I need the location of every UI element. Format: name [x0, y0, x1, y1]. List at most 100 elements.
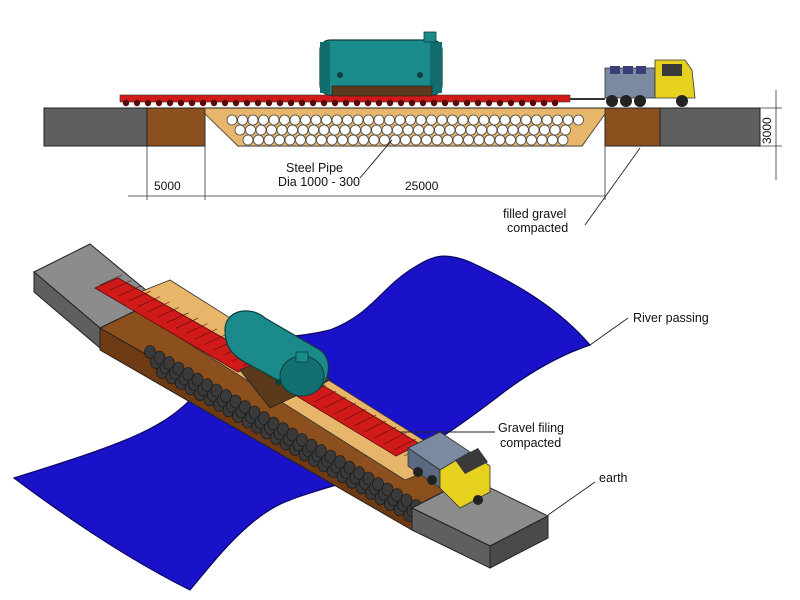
- filled-gravel-label-line2: compacted: [507, 221, 568, 235]
- steel-pipe: [284, 134, 296, 146]
- trailer-wheel: [199, 99, 207, 107]
- steel-pipe-iso: [372, 477, 384, 491]
- steel-pipe: [426, 114, 437, 126]
- steel-pipe-iso: [296, 433, 308, 447]
- steel-pipe: [400, 134, 411, 146]
- steel-pipe: [497, 124, 508, 136]
- trailer-wheel: [463, 99, 471, 107]
- steel-pipe-iso: [277, 422, 289, 436]
- trailer-wheel: [485, 99, 493, 107]
- trailer-axle-iso: [343, 408, 367, 421]
- steel-pipe: [360, 124, 372, 136]
- steel-pipe-iso: [172, 361, 185, 376]
- steel-pipe: [562, 114, 574, 126]
- steel-pipe: [276, 124, 288, 136]
- steel-pipe: [279, 114, 290, 126]
- trailer-wheel: [144, 99, 152, 107]
- steel-pipe: [274, 134, 285, 146]
- trailer-axle-iso: [323, 396, 347, 409]
- steel-pipe: [560, 124, 571, 136]
- steel-pipe: [410, 134, 422, 146]
- steel-pipe: [434, 124, 445, 136]
- steel-pipe: [321, 114, 332, 126]
- trailer-axle-iso: [185, 323, 208, 334]
- steel-pipe: [518, 124, 529, 136]
- steel-pipe: [442, 134, 453, 146]
- steel-pipe: [379, 134, 390, 146]
- steel-pipe: [255, 124, 267, 136]
- steel-pipe: [452, 134, 464, 146]
- steel-pipe-iso: [163, 356, 175, 370]
- trailer-axle-iso: [383, 432, 407, 445]
- trailer-axle-iso: [194, 328, 218, 340]
- steel-pipe-iso: [353, 466, 365, 480]
- right-earth-block: [659, 107, 761, 147]
- steel-pipe: [339, 124, 351, 136]
- steel-pipe: [342, 114, 353, 126]
- trailer-wheel: [474, 99, 482, 107]
- steel-pipe: [465, 124, 477, 136]
- steel-pipe: [494, 134, 506, 146]
- steel-pipe: [368, 134, 380, 146]
- steel-pipe-iso: [210, 383, 223, 398]
- right-earth-iso: [410, 477, 550, 569]
- trailer-wheel: [331, 99, 339, 107]
- left-earth-block: [43, 107, 148, 147]
- steel-pipe-iso: [400, 493, 413, 508]
- steel-pipe: [473, 134, 485, 146]
- steel-pipe: [253, 134, 264, 146]
- steel-pipe-iso: [305, 438, 318, 453]
- trailer-wheel: [529, 99, 537, 107]
- steel-pipe: [318, 124, 330, 136]
- steel-pipe: [247, 114, 259, 126]
- dimension-main-span: 25000: [405, 179, 439, 193]
- steel-pipe: [242, 134, 254, 146]
- steel-pipe: [455, 124, 466, 136]
- trailer-wheel: [408, 99, 416, 107]
- trailer-wheel: [441, 99, 449, 107]
- steel-pipe: [373, 114, 385, 126]
- dimension-height: 3000: [760, 117, 774, 144]
- steel-pipe-iso: [267, 416, 280, 431]
- trailer-wheel: [364, 99, 372, 107]
- steel-pipe-label-line1: Steel Pipe: [286, 161, 343, 175]
- steel-pipe: [531, 114, 542, 126]
- tank-load-iso: [224, 310, 331, 409]
- steel-pipe: [347, 134, 359, 146]
- steel-pipe: [381, 124, 393, 136]
- steel-pipe: [421, 134, 432, 146]
- steel-pipe: [287, 124, 298, 136]
- trailer-wheel: [397, 99, 405, 107]
- trailer-axle-iso: [156, 307, 180, 318]
- river-passing-label: River passing: [633, 311, 709, 325]
- trailer-axle-iso: [393, 438, 417, 451]
- steel-pipe-iso: [343, 460, 356, 475]
- steel-pipe-iso: [201, 378, 213, 392]
- tractor-truck-side: [604, 59, 696, 107]
- steel-pipe: [476, 124, 487, 136]
- steel-pipe: [431, 134, 443, 146]
- steel-pipe-iso: [258, 411, 270, 425]
- steel-pipe: [463, 134, 474, 146]
- steel-pipe: [549, 124, 561, 136]
- trailer-wheel: [309, 99, 317, 107]
- steel-pipe: [405, 114, 416, 126]
- steel-pipe: [363, 114, 374, 126]
- steel-pipe: [263, 134, 275, 146]
- steel-pipe: [415, 114, 427, 126]
- steel-pipe-iso: [324, 449, 337, 464]
- steel-pipe: [350, 124, 361, 136]
- trailer-wheel: [265, 99, 273, 107]
- dimension-lines: [128, 90, 782, 200]
- steel-pipe: [515, 134, 527, 146]
- steel-pipe-iso: [182, 367, 194, 381]
- trailer-wheel: [276, 99, 284, 107]
- steel-pipe: [331, 114, 343, 126]
- steel-pipe: [539, 124, 550, 136]
- steel-pipe-iso: [381, 482, 394, 497]
- steel-pipe: [505, 134, 516, 146]
- steel-pipe: [384, 114, 395, 126]
- steel-pipe: [402, 124, 414, 136]
- steel-pipe: [305, 134, 317, 146]
